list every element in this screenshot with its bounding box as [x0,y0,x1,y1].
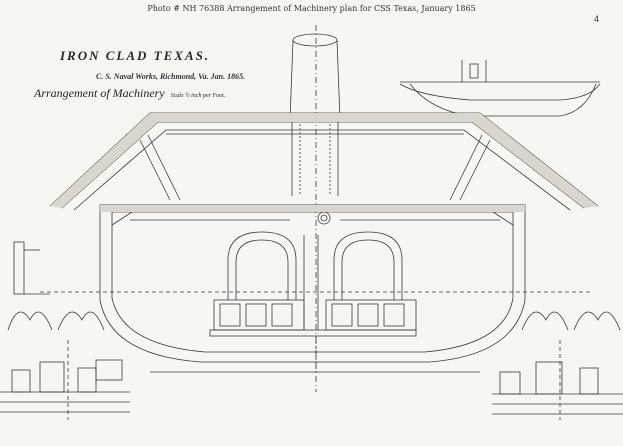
detail-upper-right [399,60,601,117]
drawing-title: IRON CLAD TEXAS. [60,48,211,63]
plating-shading [50,113,598,212]
subtitle-text: Arrangement of Machinery [34,86,165,100]
casemate-outline [49,112,599,211]
boiler-left [213,231,305,331]
corner-mark: 4 [593,14,599,24]
detail-right-elevation [492,311,623,420]
drawing-works: C. S. Naval Works, Richmond, Va. Jan. 18… [96,72,246,81]
smokestack [289,33,341,196]
drawing-scale: Scale ½ inch per Foot. [170,93,226,99]
hull-section [40,204,590,363]
photo-caption: Photo # NH 76388 Arrangement of Machiner… [147,4,476,13]
boiler-right [325,231,417,331]
detail-left-elevation [0,241,130,420]
